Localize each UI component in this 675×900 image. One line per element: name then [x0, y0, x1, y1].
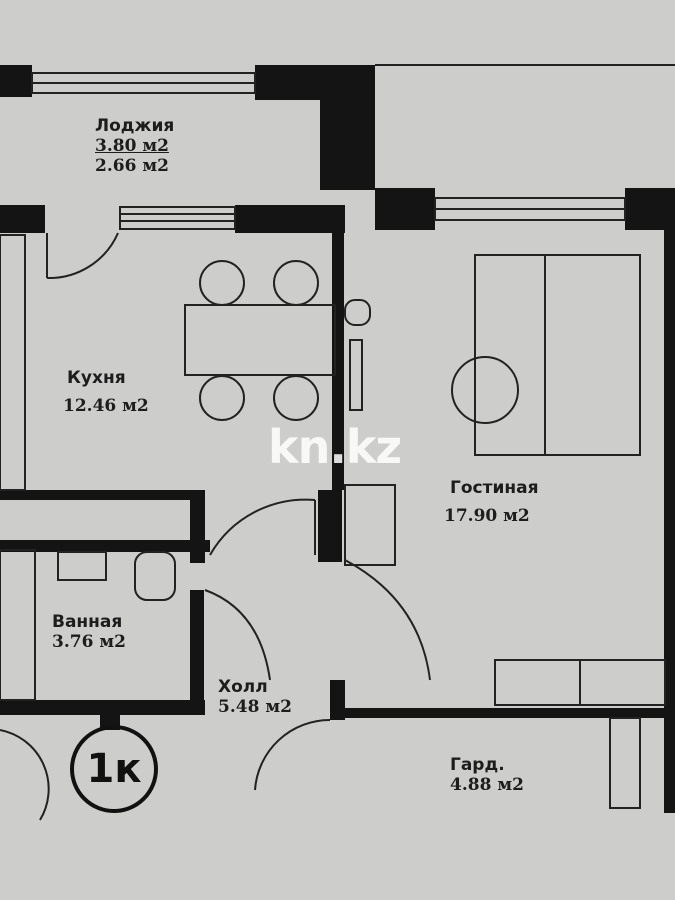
room-area: 17.90 м2 — [444, 506, 530, 526]
room-area: 5.48 м2 — [218, 697, 292, 717]
room-label-living-room: Гостиная 17.90 м2 — [444, 478, 539, 526]
room-name: Лоджия — [95, 116, 175, 136]
room-name: Гостиная — [450, 478, 539, 498]
toilet — [134, 551, 176, 601]
watermark: kn.kz — [268, 420, 402, 474]
room-area: 3.76 м2 — [52, 632, 126, 652]
tv-stand — [344, 484, 396, 566]
room-name: Ванная — [52, 612, 123, 632]
room-label-hall: Холл 5.48 м2 — [218, 677, 292, 717]
room-name: Кухня — [67, 368, 126, 388]
wardrobe-rail — [609, 717, 641, 809]
room-area: 2.66 м2 — [95, 156, 169, 176]
windows — [31, 64, 675, 230]
room-label-wardrobe: Гард. 4.88 м2 — [450, 755, 524, 795]
room-name: Гард. — [450, 755, 505, 775]
room-area: 4.88 м2 — [450, 775, 524, 795]
room-area: 12.46 м2 — [63, 396, 149, 416]
kitchen-counter — [0, 234, 26, 491]
room-label-kitchen: Кухня 12.46 м2 — [63, 368, 149, 416]
room-label-bathroom: Ванная 3.76 м2 — [52, 612, 126, 652]
furniture — [0, 234, 666, 809]
sink — [57, 551, 107, 581]
doors — [0, 232, 431, 821]
coffee-table — [451, 356, 519, 424]
apartment-type-badge: 1к — [70, 725, 158, 813]
room-label-loggia: Лоджия 3.80 м2 2.66 м2 — [95, 116, 174, 176]
room-name: Холл — [218, 677, 268, 697]
bathtub — [0, 549, 36, 701]
walls — [0, 65, 675, 813]
room-area: 3.80 м2 — [95, 136, 169, 156]
dining-table — [184, 304, 336, 376]
